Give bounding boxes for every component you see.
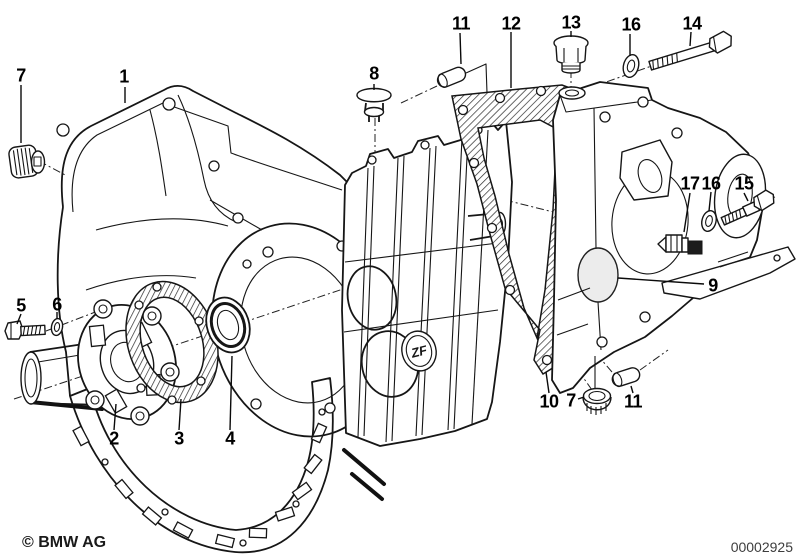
- callout-12: 12: [501, 13, 521, 34]
- bolt-15: [720, 189, 775, 226]
- bell-rim-slots: [72, 408, 328, 549]
- callout-2: 2: [109, 428, 119, 449]
- expansion-plug-9: [577, 247, 619, 303]
- callout-5: 5: [16, 295, 26, 316]
- callout-17: 17: [680, 173, 700, 194]
- breather-8: [356, 87, 392, 122]
- plug-13: [553, 35, 589, 74]
- callout-16: 16: [621, 14, 641, 35]
- callout-7: 7: [16, 65, 26, 86]
- washer-16-mid: [701, 209, 717, 233]
- bolt-14: [648, 30, 732, 71]
- callout-13: 13: [561, 12, 581, 33]
- plug-7-bottom: [582, 356, 612, 415]
- callout-7: 7: [566, 390, 576, 411]
- bolt-5: [4, 320, 46, 340]
- washer-16-top: [622, 53, 640, 79]
- callout-10: 10: [539, 391, 559, 412]
- callout-11: 11: [623, 391, 643, 412]
- callout-14: 14: [682, 13, 702, 34]
- callout-16: 16: [701, 173, 721, 194]
- rear-housing: [551, 81, 796, 394]
- dowel-pin-11-bottom: [611, 367, 641, 388]
- plug-7-top: [8, 144, 46, 179]
- callout-3: 3: [174, 428, 184, 449]
- callout-4: 4: [225, 428, 235, 449]
- switch-17: [657, 234, 703, 255]
- callout-1: 1: [119, 66, 129, 87]
- zf-badge: ZF: [401, 330, 437, 372]
- guide-tube-flange-2: [20, 299, 180, 426]
- leader-lines: [16, 31, 749, 431]
- washer-6: [50, 317, 64, 337]
- callout-11: 11: [451, 13, 471, 34]
- callout-6: 6: [52, 294, 62, 315]
- bracket-plate: [661, 246, 796, 300]
- callout-9: 9: [708, 275, 718, 296]
- front-gasket-3: [125, 280, 219, 405]
- copyright-notice: © BMW AG: [22, 534, 107, 551]
- dowel-pin-11-top: [436, 66, 467, 88]
- bell-housing: [28, 85, 389, 554]
- zf-logo-text: ZF: [409, 342, 430, 361]
- image-number: 00002925: [730, 539, 793, 555]
- middle-housing: ZF: [341, 120, 604, 447]
- housing-ribs: [343, 129, 507, 443]
- shaft-seal-4: [205, 296, 251, 354]
- callout-15: 15: [734, 173, 754, 194]
- callout-8: 8: [369, 63, 379, 84]
